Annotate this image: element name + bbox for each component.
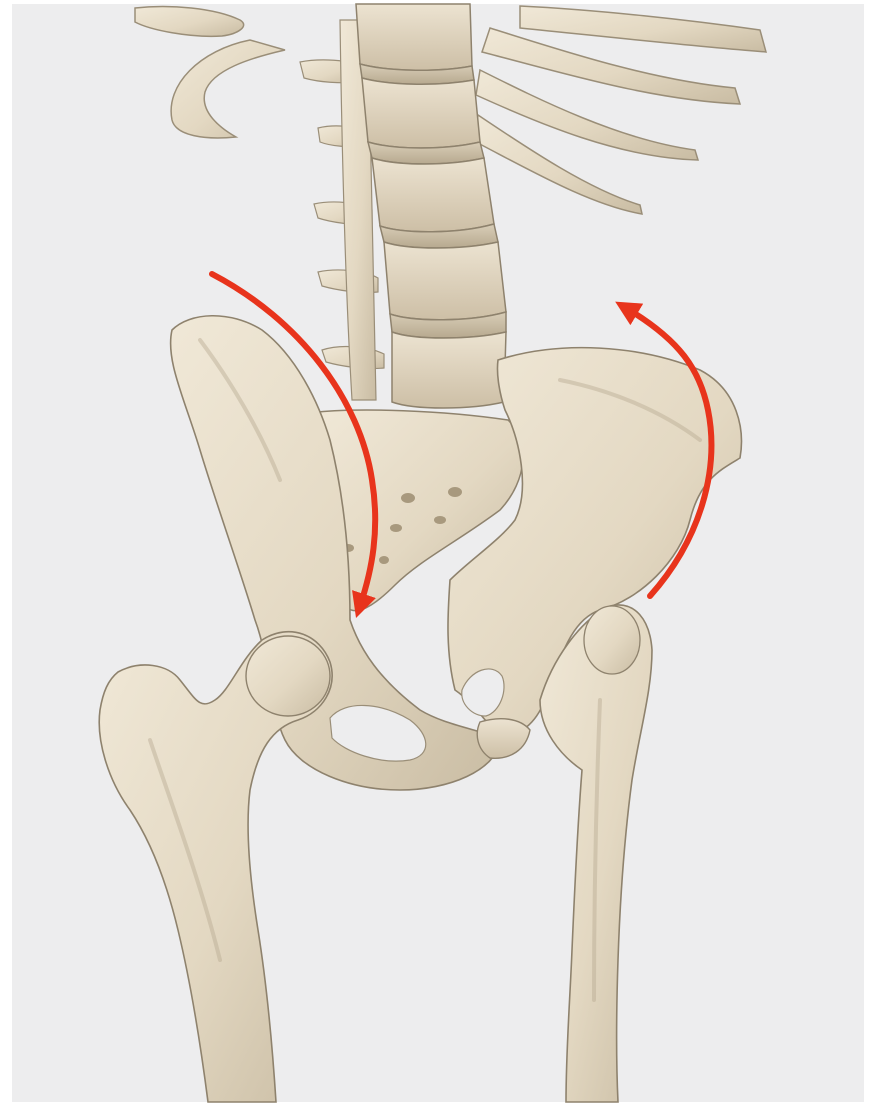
lumbar-vertebrae (356, 4, 506, 408)
vertebra-5 (392, 332, 506, 408)
pubic-symphysis (477, 719, 530, 759)
vertebra-4 (384, 242, 506, 320)
rib-left-curve (171, 40, 285, 138)
rib-right-1 (520, 6, 766, 52)
rib-left-upper (135, 7, 244, 37)
left-femoral-head (246, 636, 330, 716)
right-femoral-head (584, 606, 640, 674)
vertebra-2 (362, 78, 480, 148)
vertebra-1 (356, 4, 472, 70)
vertebra-3 (372, 158, 494, 232)
